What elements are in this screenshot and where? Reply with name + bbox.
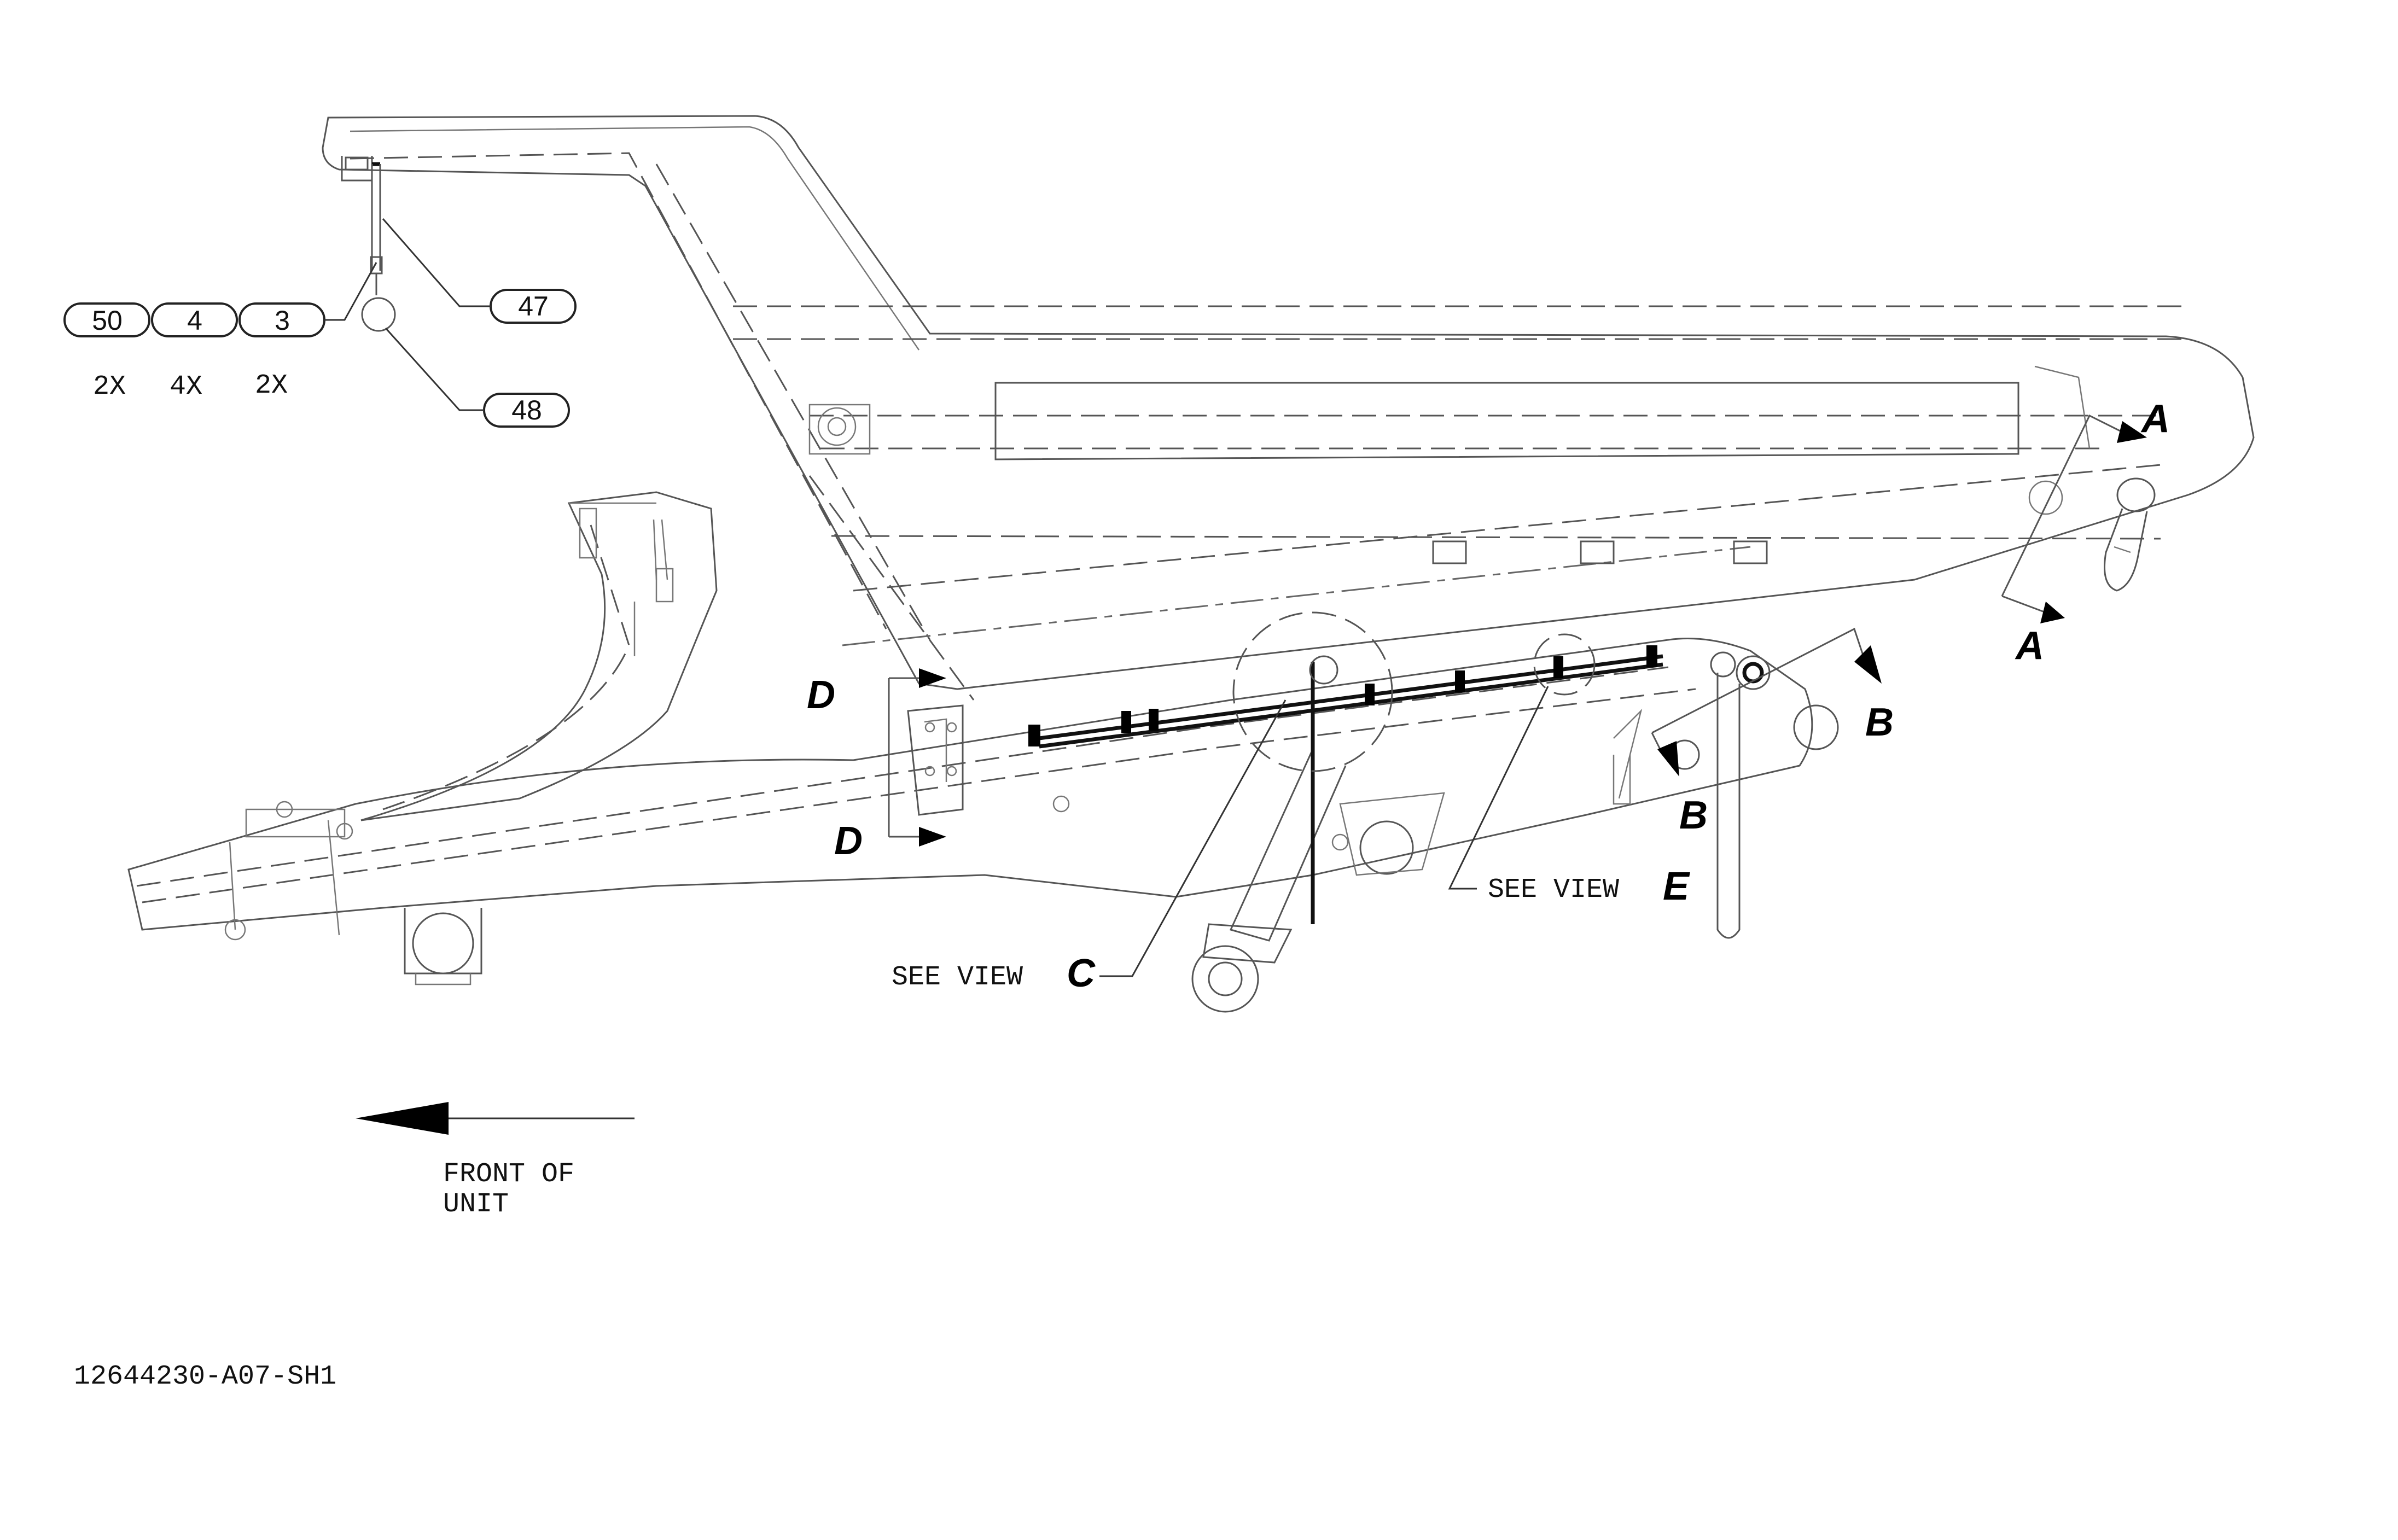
qty-4: 4X [170, 371, 202, 402]
balloon-50-text: 50 [92, 305, 123, 336]
upper-boom [322, 115, 2255, 701]
tie-rod-hardware [341, 156, 396, 332]
balloon-4-text: 4 [187, 305, 202, 336]
view-c-prefix: SEE VIEW [892, 962, 1023, 993]
view-c-letter: C [1067, 952, 1096, 995]
view-e-callout: SEE VIEW [1488, 874, 1619, 906]
front-axle-bracket [404, 908, 482, 985]
section-a-line [2001, 414, 2147, 623]
view-c-leader [1099, 699, 1287, 977]
view-e-circle [1533, 633, 1596, 696]
cylinder-assembly [1191, 655, 1445, 1013]
view-c-callout: SEE VIEW [892, 962, 1023, 993]
balloon-47-text: 47 [518, 291, 549, 322]
bracket-d [888, 668, 964, 847]
view-e-prefix: SEE VIEW [1488, 874, 1619, 906]
balloon-48-text: 48 [511, 395, 542, 425]
section-d-label-bottom: D [834, 819, 863, 863]
section-a-label-top: A [2140, 397, 2170, 441]
qty-50: 2X [93, 371, 126, 402]
drag-link [1028, 645, 1663, 749]
section-d-label-top: D [807, 673, 835, 717]
front-arrow [356, 1102, 635, 1135]
forward-upright [360, 491, 718, 821]
front-note-line2: UNIT [443, 1189, 509, 1220]
section-b-line [1651, 627, 1882, 777]
balloon-4 [151, 302, 238, 337]
drawing-number: 12644230-A07-SH1 [74, 1361, 336, 1392]
view-e-letter: E [1663, 865, 1690, 908]
section-b-label-right: B [1865, 701, 1894, 744]
section-a-label-bottom: A [2015, 624, 2044, 668]
balloon-group: 50 4 3 47 48 2X 4X 2X [63, 218, 577, 428]
front-note-line1: FRONT OF [443, 1159, 574, 1190]
balloon-3-text: 3 [275, 305, 290, 336]
tow-eye [2104, 477, 2156, 592]
qty-3: 2X [255, 370, 288, 401]
view-c-circle [1232, 611, 1393, 772]
section-b-label-left: B [1679, 794, 1708, 837]
balloon-50 [63, 302, 150, 337]
view-e-leader [1448, 686, 1549, 890]
balloon-48-leader [385, 327, 484, 411]
balloon-3-leader [324, 262, 377, 321]
balloon-47-leader [382, 218, 491, 307]
